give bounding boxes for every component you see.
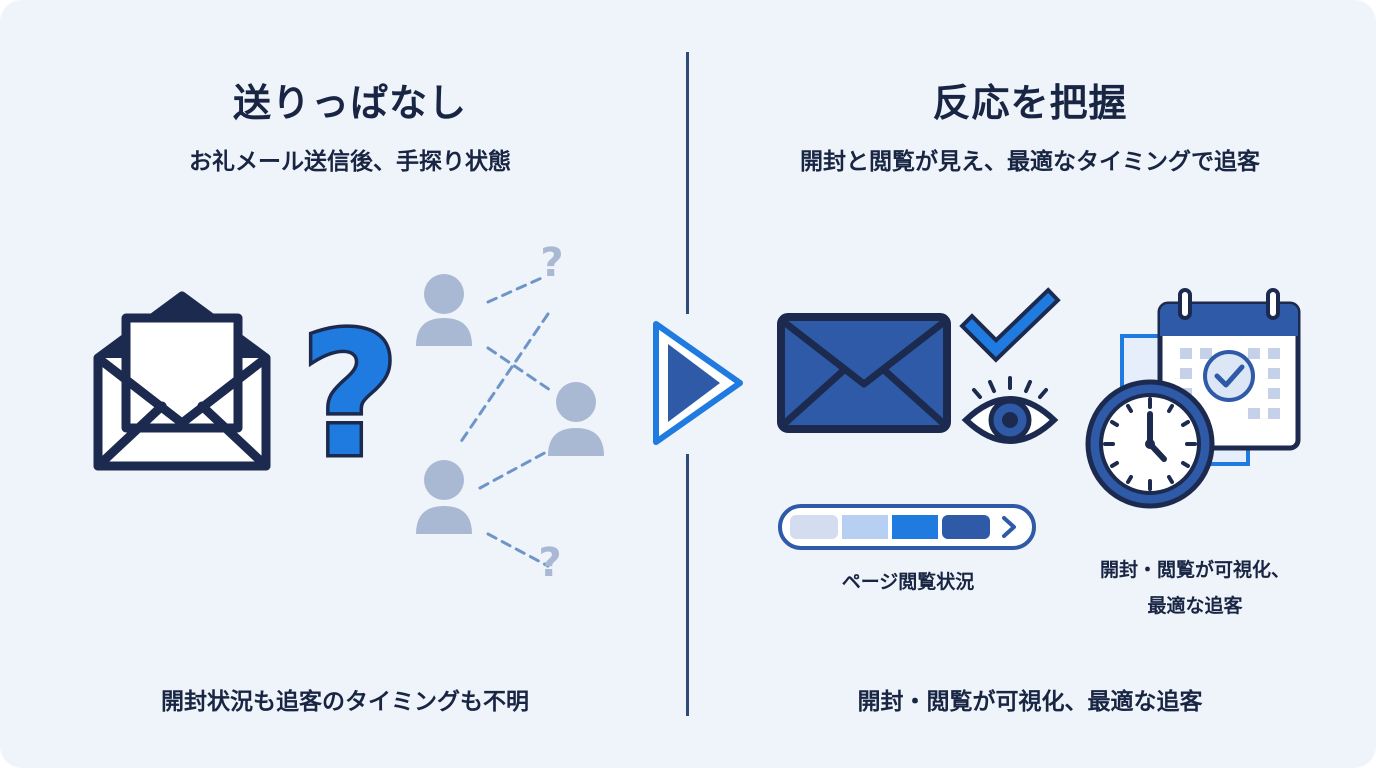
unknown-recipients-network: ? ? [416, 240, 604, 586]
svg-text:?: ? [301, 297, 400, 495]
progress-label: ページ閲覧状況 [841, 571, 975, 593]
question-mark-icon: ? [297, 294, 403, 499]
small-question-icon: ? [538, 540, 561, 586]
play-arrow-icon [653, 321, 743, 445]
calendar-clock-icon [1085, 288, 1301, 509]
check-icon [959, 287, 1061, 363]
right-title: 反応を把握 [932, 81, 1128, 125]
left-subtitle: お礼メール送信後、手探り状態 [189, 149, 511, 175]
closed-envelope-icon [777, 313, 951, 433]
small-question-icon: ? [540, 240, 563, 286]
left-caption: 開封状況も追客のタイミングも不明 [161, 689, 529, 715]
page-view-progress-bar [778, 504, 1036, 550]
open-envelope-icon [93, 291, 271, 471]
person-icon [548, 382, 604, 456]
eye-icon [961, 376, 1059, 444]
calendar-label-line2: 最適な追客 [1147, 595, 1243, 617]
calendar-label-line1: 開封・閲覧が可視化、 [1099, 559, 1290, 581]
right-caption: 開封・閲覧が可視化、最適な追客 [857, 689, 1203, 715]
person-icon [416, 460, 472, 534]
divider-bottom [686, 454, 689, 716]
right-subtitle: 開封と閲覧が見え、最適なタイミングで追客 [800, 149, 1260, 175]
left-title: 送りっぱなし [232, 81, 467, 125]
divider-top [686, 52, 689, 314]
person-icon [416, 274, 472, 346]
